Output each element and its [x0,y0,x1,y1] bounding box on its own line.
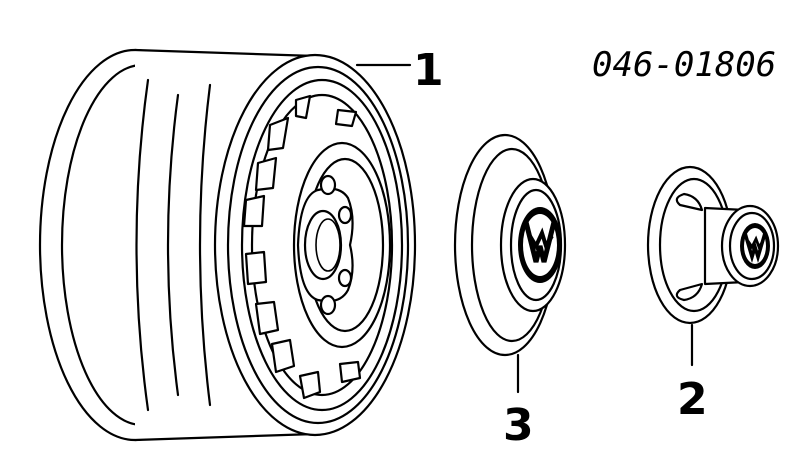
bolt-hole [337,205,353,225]
vw-logo-icon [740,223,770,269]
rim-contour-3 [198,83,212,407]
vent-slot [244,250,268,286]
rim-contour-2 [166,93,180,397]
rim-front-lip [226,65,410,425]
callout-1: 1 [413,45,444,96]
rim-contour-1 [135,78,150,412]
ventilation-slots [242,94,362,400]
vent-slot [334,108,358,128]
hub-cap [453,133,567,357]
center-cap-face-ring [728,211,776,281]
vent-slot [298,370,322,400]
vent-slot [254,300,280,336]
center-bore [303,209,343,281]
retaining-tab [675,192,704,212]
retaining-tab [675,282,704,302]
rim-barrel-bottom-edge [133,432,317,442]
vent-slot [266,116,290,152]
center-cap [646,165,780,325]
vent-slot [254,156,278,192]
part-number: 046-01806 [592,45,776,85]
rim-front-bead [240,78,404,412]
vw-logo-icon [518,207,562,283]
vent-slot [242,194,266,228]
bolt-hole [319,294,337,316]
vent-slot [338,360,362,384]
bolt-hole [319,174,337,196]
center-bore-inner [315,218,341,272]
vent-slot [270,338,296,374]
rim-barrel-top-edge [133,48,317,58]
vent-slot [294,94,312,120]
steel-wheel-rim [38,48,417,442]
bolt-hole [337,268,353,288]
callout-2: 2 [677,374,708,425]
callout-3: 3 [503,400,534,451]
